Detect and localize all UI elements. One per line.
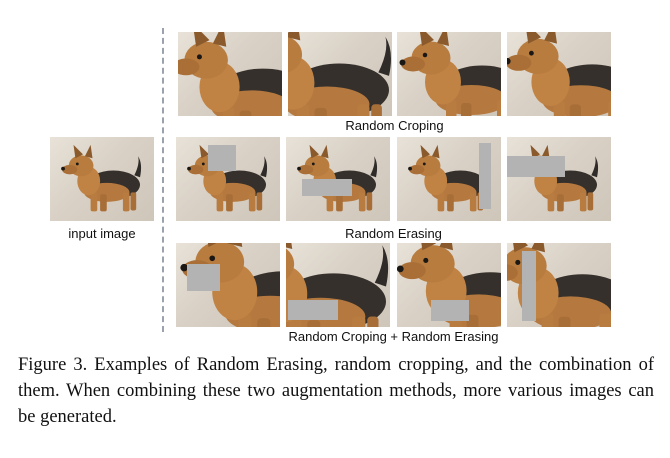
- erased-region: [522, 251, 536, 321]
- erased-region: [187, 264, 220, 291]
- crop-image-2: [288, 32, 392, 116]
- figure: input image Random Croping Random Erasin…: [50, 28, 611, 344]
- erased-region: [479, 143, 491, 209]
- crop-image-3: [397, 32, 501, 116]
- erased-region: [431, 300, 469, 321]
- input-image: [50, 137, 154, 221]
- combined-image-4: [507, 243, 611, 327]
- erased-region: [507, 156, 565, 177]
- combined-image-3: [397, 243, 501, 327]
- input-image-label: input image: [68, 226, 136, 241]
- erase-image-1: [176, 137, 280, 221]
- erase-image-2: [286, 137, 390, 221]
- row-label-cropping: Random Croping: [345, 118, 444, 133]
- combined-image-1: [176, 243, 280, 327]
- erased-region: [288, 300, 338, 320]
- combined-image-2: [286, 243, 390, 327]
- dog-photo-icon: [288, 32, 391, 116]
- figure-caption: Figure 3. Examples of Random Erasing, ra…: [18, 355, 654, 427]
- crop-image-4: [507, 32, 611, 116]
- erased-region: [208, 145, 236, 171]
- dashed-divider: [162, 28, 164, 332]
- dog-photo-icon: [61, 144, 142, 212]
- crop-image-1: [178, 32, 282, 116]
- erase-image-3: [397, 137, 501, 221]
- dog-photo-icon: [399, 32, 501, 116]
- dog-photo-icon: [518, 144, 599, 212]
- erase-image-4: [507, 137, 611, 221]
- dog-photo-icon: [178, 32, 282, 116]
- row-label-combined: Random Croping + Random Erasing: [288, 329, 499, 344]
- dog-photo-icon: [507, 32, 611, 116]
- erased-region: [302, 179, 352, 196]
- row-label-erasing: Random Erasing: [345, 226, 442, 241]
